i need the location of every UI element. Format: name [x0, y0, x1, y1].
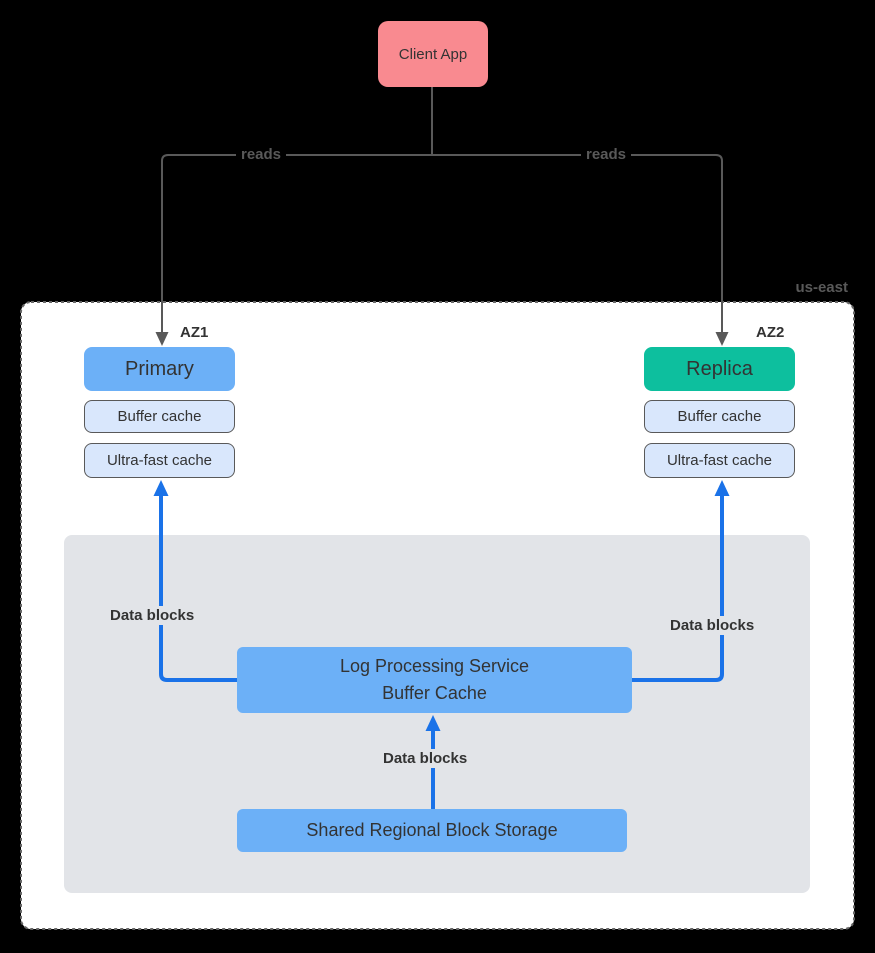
ultra-fast-cache-node-az1: Ultra-fast cache [84, 443, 235, 478]
data-blocks-label-left: Data blocks [106, 606, 199, 625]
arrowhead-down-primary [155, 332, 169, 346]
log-processing-service-node: Log Processing Service Buffer Cache [237, 647, 632, 713]
data-blocks-label-right: Data blocks [666, 616, 759, 635]
arrowhead-up-log-service [425, 715, 441, 731]
buffer-cache-node-az1: Buffer cache [84, 400, 235, 433]
arrowhead-up-ultrafast-left [153, 480, 169, 496]
reads-label-right: reads [581, 146, 632, 163]
reads-label-left: reads [236, 146, 287, 163]
zone-label-az2: AZ2 [756, 324, 785, 341]
storage-panel-background [64, 535, 810, 893]
arrowhead-down-replica [715, 332, 729, 346]
shared-block-storage-node: Shared Regional Block Storage [237, 809, 627, 852]
data-blocks-label-bottom: Data blocks [379, 749, 472, 768]
arrowhead-up-ultrafast-right [714, 480, 730, 496]
ultra-fast-cache-node-az2: Ultra-fast cache [644, 443, 795, 478]
data-blocks-connector-left [159, 496, 237, 682]
replica-db-node: Replica [644, 347, 795, 391]
data-blocks-connector-right [632, 496, 724, 682]
log-processing-service-line2: Buffer Cache [382, 683, 487, 703]
zone-label-az1: AZ1 [180, 324, 209, 341]
reads-connector-branches [161, 154, 723, 332]
primary-db-node: Primary [84, 347, 235, 391]
region-label: us-east [795, 279, 848, 296]
buffer-cache-node-az2: Buffer cache [644, 400, 795, 433]
client-app-node: Client App [378, 21, 488, 87]
log-processing-service-line1: Log Processing Service [339, 656, 530, 676]
